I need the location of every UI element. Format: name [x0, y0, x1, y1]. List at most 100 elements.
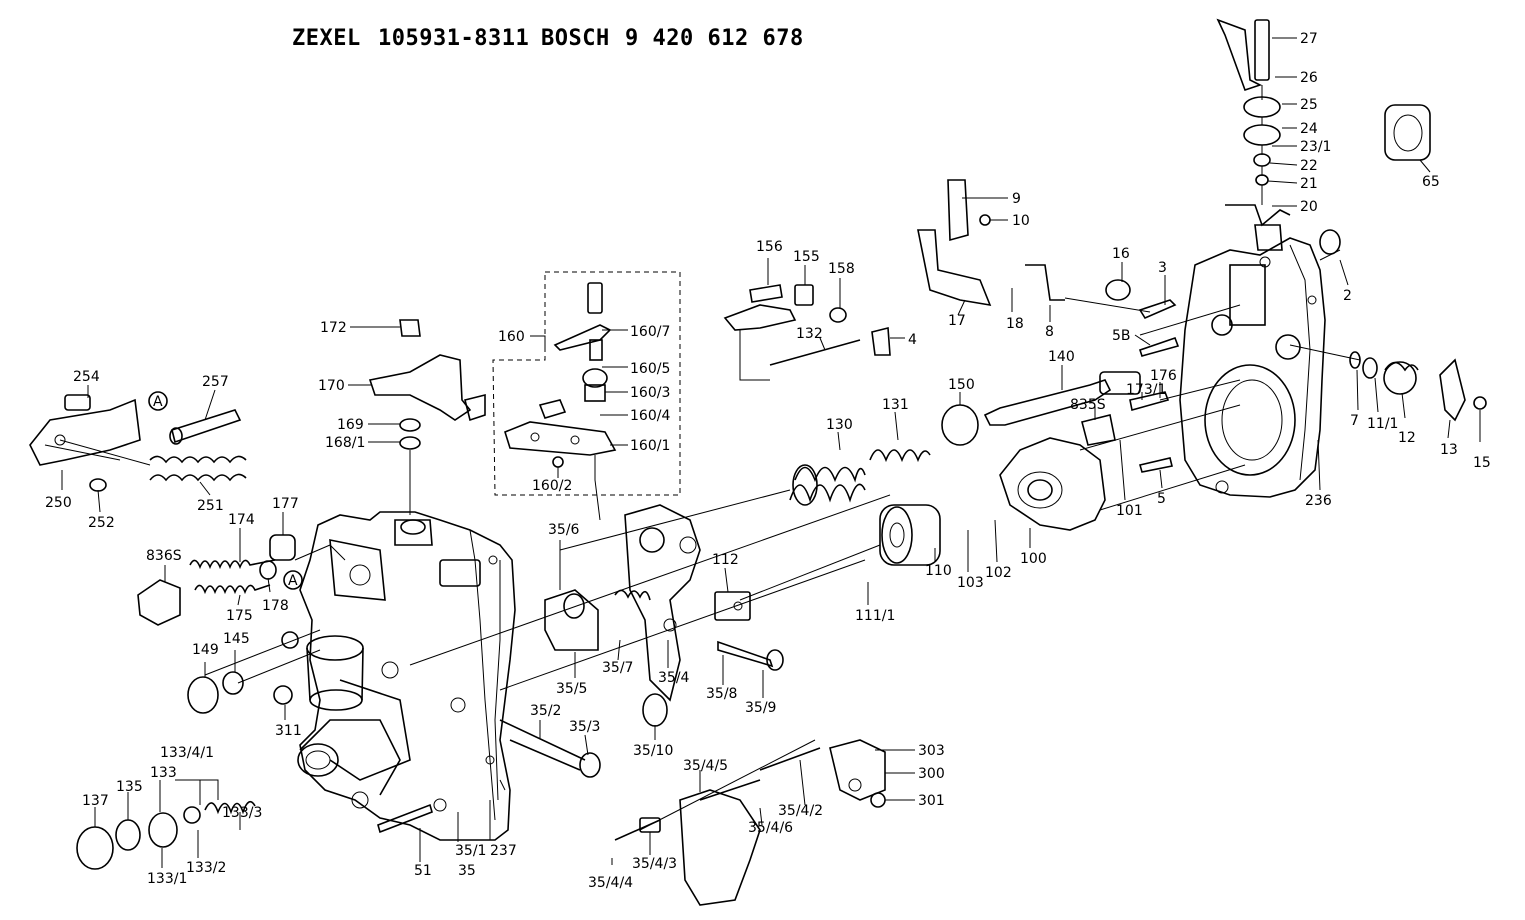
callout-311: 311 [275, 723, 302, 739]
callout-133-1: 133/1 [147, 871, 187, 887]
callout-102: 102 [985, 565, 1012, 581]
callout-7: 7 [1350, 413, 1359, 429]
callout-158: 158 [828, 261, 855, 277]
reference-marker-a-2: A [288, 573, 298, 589]
callout-11-1-right: 11/1 [1367, 416, 1398, 432]
callout-155: 155 [793, 249, 820, 265]
callout-24: 24 [1300, 121, 1318, 137]
callout-168-1: 168/1 [325, 435, 365, 451]
callout-22: 22 [1300, 158, 1318, 174]
callout-35-4-6: 35/4/6 [748, 820, 793, 836]
callout-35-4-3: 35/4/3 [632, 856, 677, 872]
callout-110: 110 [925, 563, 952, 579]
callout-160-5: 160/5 [630, 361, 670, 377]
callout-160-4: 160/4 [630, 408, 670, 424]
callout-8: 8 [1045, 324, 1054, 340]
callout-133-3: 133/3 [222, 805, 262, 821]
callout-35-10: 35/10 [633, 743, 673, 759]
callout-15: 15 [1473, 455, 1491, 471]
callout-16: 16 [1112, 246, 1130, 262]
callout-251: 251 [197, 498, 224, 514]
part-drawings [29, 18, 1487, 906]
callout-150: 150 [948, 377, 975, 393]
cam-ring-assembly [999, 437, 1106, 531]
callout-10: 10 [1012, 213, 1030, 229]
callout-51: 51 [414, 863, 432, 879]
reference-marker-a-1: A [153, 394, 163, 410]
callout-160-3: 160/3 [630, 385, 670, 401]
callout-101: 101 [1116, 503, 1143, 519]
callout-160-1: 160/1 [630, 438, 670, 454]
callout-254: 254 [73, 369, 100, 385]
callout-303: 303 [918, 743, 945, 759]
callout-170: 170 [318, 378, 345, 394]
callout-836s: 836S [146, 548, 182, 564]
bosch-part-number: 9 420 612 678 [625, 26, 804, 51]
reference-marker-a-circle-1 [148, 391, 168, 411]
main-housing-rear [1179, 224, 1326, 498]
callout-140: 140 [1048, 349, 1075, 365]
callout-3: 3 [1158, 260, 1167, 276]
callout-21: 21 [1300, 176, 1318, 192]
governor-assembly-160 [492, 271, 681, 496]
callout-5: 5 [1157, 491, 1166, 507]
callout-5b: 5B [1112, 328, 1131, 344]
callout-35-4: 35/4 [658, 670, 690, 686]
callout-160-2: 160/2 [532, 478, 572, 494]
callout-35-1: 35/1 [455, 843, 486, 859]
callout-236: 236 [1305, 493, 1332, 509]
callout-35-4-4: 35/4/4 [588, 875, 633, 891]
main-housing-front [297, 511, 516, 841]
callout-111-1-left: 111/1 [855, 608, 895, 624]
callout-133-4-1: 133/4/1 [160, 745, 214, 761]
drive-shaft [983, 371, 1141, 426]
callout-156: 156 [756, 239, 783, 255]
callout-257: 257 [202, 374, 229, 390]
callout-176: 176 [1150, 368, 1177, 384]
callout-137: 137 [82, 793, 109, 809]
callout-149: 149 [192, 642, 219, 658]
springs-130-131 [789, 404, 979, 506]
callout-169: 169 [337, 417, 364, 433]
callout-237: 237 [490, 843, 517, 859]
callout-252: 252 [88, 515, 115, 531]
callout-23-1: 23/1 [1300, 139, 1331, 155]
callout-133: 133 [150, 765, 177, 781]
callout-133-2: 133/2 [186, 860, 226, 876]
callout-103: 103 [957, 575, 984, 591]
callout-35: 35 [458, 863, 476, 879]
callout-174: 174 [228, 512, 255, 528]
callout-35-7: 35/7 [602, 660, 633, 676]
callout-9: 9 [1012, 191, 1021, 207]
callout-13: 13 [1440, 442, 1458, 458]
callout-160: 160 [498, 329, 525, 345]
callout-35-3: 35/3 [569, 719, 600, 735]
callout-35-2: 35/2 [530, 703, 561, 719]
zexel-part-number: 105931-8311 [378, 26, 530, 51]
callout-130: 130 [826, 417, 853, 433]
callout-178: 178 [262, 598, 289, 614]
callout-301: 301 [918, 793, 945, 809]
top-right-parts [917, 18, 1487, 473]
callout-250: 250 [45, 495, 72, 511]
callout-12: 12 [1398, 430, 1416, 446]
callout-175: 175 [226, 608, 253, 624]
callout-131: 131 [882, 397, 909, 413]
callout-300: 300 [918, 766, 945, 782]
callout-172: 172 [320, 320, 347, 336]
axis-lines [44, 85, 1361, 831]
callout-173-1: 173/1 [1126, 382, 1166, 398]
callout-35-4-5: 35/4/5 [683, 758, 728, 774]
callout-160-7: 160/7 [630, 324, 670, 340]
callout-145: 145 [223, 631, 250, 647]
reference-marker-a-circle-2 [283, 570, 303, 590]
callout-132: 132 [796, 326, 823, 342]
maker-label-bosch: BOSCH [541, 26, 610, 51]
linkage-155-158 [723, 284, 891, 366]
callout-20: 20 [1300, 199, 1318, 215]
callout-112: 112 [712, 552, 739, 568]
callout-35-4-2: 35/4/2 [778, 803, 823, 819]
callout-100: 100 [1020, 551, 1047, 567]
callout-2: 2 [1343, 288, 1352, 304]
